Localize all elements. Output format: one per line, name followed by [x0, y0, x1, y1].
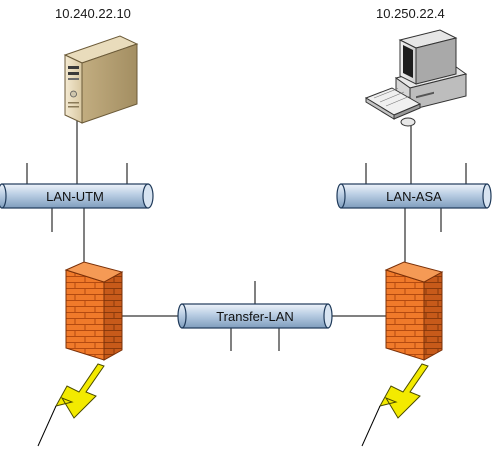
connection-lines	[26, 118, 467, 351]
left-lightning-bolt-icon	[37, 363, 105, 447]
lan-utm-label: LAN-UTM	[46, 189, 104, 204]
workstation-ip-label: 10.250.22.4	[376, 6, 445, 21]
server-icon	[63, 35, 139, 124]
transfer-lan-label: Transfer-LAN	[216, 309, 294, 324]
lan-asa-bus: LAN-ASA	[336, 183, 492, 209]
right-lightning-bolt-icon	[361, 363, 429, 447]
right-firewall-icon	[384, 261, 444, 361]
transfer-lan-bus: Transfer-LAN	[177, 303, 333, 329]
workstation-icon	[364, 29, 468, 127]
lan-utm-bus: LAN-UTM	[0, 183, 154, 209]
lan-asa-label: LAN-ASA	[386, 189, 442, 204]
left-firewall-icon	[64, 261, 124, 361]
server-ip-label: 10.240.22.10	[55, 6, 131, 21]
